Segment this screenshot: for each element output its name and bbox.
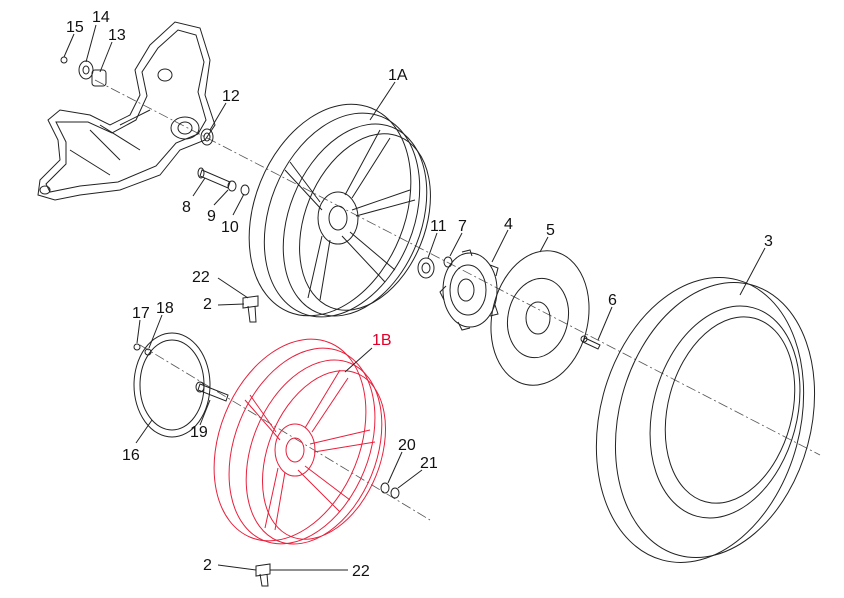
label-13: 13	[108, 27, 126, 44]
part-16-abs-tone-ring	[133, 332, 211, 438]
label-12: 12	[222, 88, 240, 105]
callout-labels: 15 14 13 12 1A 8 9 10 11 7 4 5 3 22 2 6 …	[66, 9, 773, 580]
label-14: 14	[92, 9, 110, 26]
label-11: 11	[430, 218, 447, 235]
label-15: 15	[66, 19, 84, 36]
valve-lower-2-22	[255, 563, 271, 587]
label-19: 19	[190, 424, 208, 441]
label-22-upper: 22	[192, 269, 210, 286]
part-12-spacer	[200, 128, 214, 146]
label-21: 21	[420, 455, 438, 472]
part-11-bearing	[417, 257, 435, 279]
wheel-1A	[248, 103, 431, 318]
label-4: 4	[504, 216, 513, 233]
label-8: 8	[182, 199, 191, 216]
valve-upper-2-22	[242, 295, 259, 323]
label-10: 10	[221, 219, 239, 236]
label-9: 9	[207, 208, 216, 225]
parts-20-21	[380, 482, 400, 499]
label-20: 20	[398, 437, 416, 454]
parts-17-18	[133, 343, 152, 356]
leader-lines	[63, 24, 766, 571]
label-17: 17	[132, 305, 150, 322]
swing-arm-bracket	[37, 21, 216, 201]
label-2-upper: 2	[203, 296, 212, 313]
assembly-axes	[94, 79, 821, 521]
part-4-hub-flange	[439, 249, 499, 331]
part-5-brake-disc	[490, 250, 590, 386]
label-7: 7	[458, 218, 467, 235]
label-18: 18	[156, 300, 174, 317]
label-5: 5	[546, 222, 555, 239]
label-1A: 1A	[388, 67, 408, 84]
parts-8-9-10	[197, 167, 250, 196]
parts-13-14-15	[60, 56, 107, 87]
part-7-washer	[443, 256, 453, 268]
label-6: 6	[608, 292, 617, 309]
label-1B: 1B	[372, 332, 392, 349]
label-2-lower: 2	[203, 557, 212, 574]
wheel-1B-highlighted	[213, 338, 387, 545]
part-19-bolt	[195, 381, 229, 402]
label-22-lower: 22	[352, 563, 370, 580]
part-3-tire	[595, 277, 816, 563]
label-16: 16	[122, 447, 140, 464]
part-6-screw	[580, 335, 601, 350]
label-3: 3	[764, 233, 773, 250]
